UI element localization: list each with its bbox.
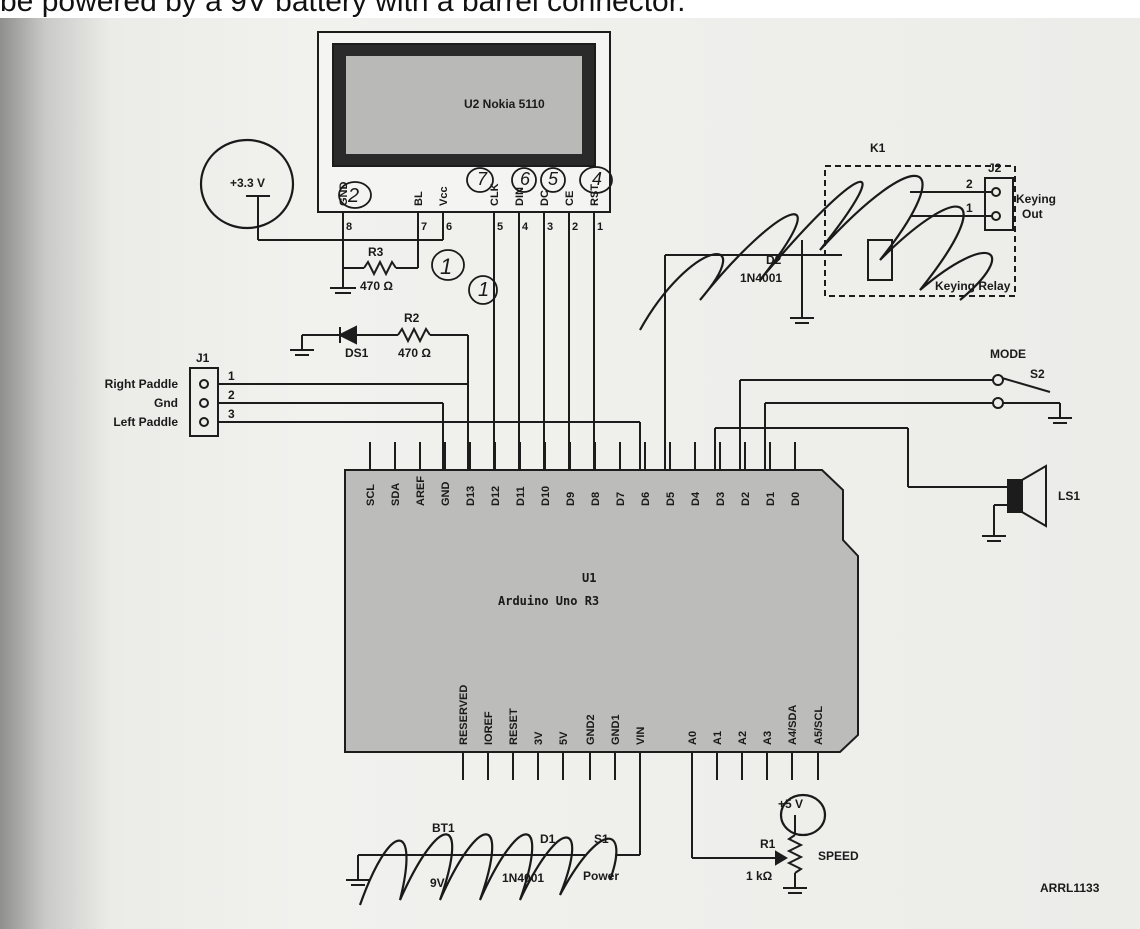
handwritten-scribbles <box>199 138 994 906</box>
arduino-pin-vin: VIN <box>635 727 647 745</box>
keying-out-line1: Keying <box>1016 192 1056 206</box>
d1-part: 1N4001 <box>502 871 544 885</box>
arduino-pin-3v: 3V <box>533 731 545 745</box>
arduino-pin-gnd: GND <box>440 482 452 507</box>
r1-value: 1 kΩ <box>746 869 773 883</box>
relay-k1: K1 <box>870 141 886 155</box>
ds1-label: DS1 <box>345 346 369 360</box>
lcd-title: U2 Nokia 5110 <box>464 97 545 111</box>
lcd-pin-number: 4 <box>522 221 529 233</box>
j1-row-3-pin: 3 <box>228 407 235 421</box>
arduino-pin-d0: D0 <box>790 492 802 506</box>
lcd-pin-number: 6 <box>446 221 452 233</box>
pot-supply-label: +5 V <box>778 797 803 811</box>
arduino-pin-ioref: IOREF <box>483 711 495 745</box>
annotation-6: 6 <box>520 169 531 189</box>
arduino-pin-gnd1: GND1 <box>610 714 622 745</box>
r2-value: 470 Ω <box>398 346 431 360</box>
annotation-1a: 1 <box>440 254 452 279</box>
arduino-pin-a5-scl: A5/SCL <box>813 706 825 745</box>
arduino-pin-a3: A3 <box>762 731 774 745</box>
j1-row-1-label: Right Paddle <box>105 377 179 391</box>
arduino-pin-d8: D8 <box>590 492 602 506</box>
lcd-pin-number: 5 <box>497 221 503 233</box>
keying-out-line2: Out <box>1022 207 1043 221</box>
s1-power-label: Power <box>583 869 619 883</box>
arduino-pin-a4-sda: A4/SDA <box>787 705 799 745</box>
arduino-pin-d4: D4 <box>690 491 702 506</box>
r3-name: R3 <box>368 245 384 259</box>
arduino-pin-d12: D12 <box>490 486 502 506</box>
arduino-pin-5v: 5V <box>558 731 570 745</box>
s1-label: S1 <box>594 832 609 846</box>
arduino-pin-d7: D7 <box>615 492 627 506</box>
annotation-2: 2 <box>347 185 359 207</box>
lcd-pin-dc: DC <box>539 190 551 206</box>
r2-name: R2 <box>404 311 420 325</box>
relay-pin1: 1 <box>966 201 973 215</box>
arduino-pin-d5: D5 <box>665 492 677 506</box>
arduino-board <box>344 469 859 753</box>
lcd-pin-number: 2 <box>572 221 578 233</box>
arduino-pin-scl: SCL <box>365 484 377 506</box>
arduino-pin-d2: D2 <box>740 492 752 506</box>
d1-label: D1 <box>540 832 556 846</box>
arduino-pin-d13: D13 <box>465 486 477 506</box>
relay-pin2: 2 <box>966 177 973 191</box>
arduino-pin-a0: A0 <box>687 731 699 745</box>
j1-row-1-pin: 1 <box>228 369 235 383</box>
lcd-screen <box>346 56 582 154</box>
bt1-value: 9V <box>430 876 445 890</box>
mode-label: MODE <box>990 347 1026 361</box>
bt1-label: BT1 <box>432 821 455 835</box>
speed-label: SPEED <box>818 849 859 863</box>
j1-row-2-pin: 2 <box>228 388 235 402</box>
j1-name: J1 <box>196 351 210 365</box>
arduino-pin-a1: A1 <box>712 731 724 745</box>
arduino-pin-d9: D9 <box>565 492 577 506</box>
r3-value: 470 Ω <box>360 279 393 293</box>
arduino-pin-gnd2: GND2 <box>585 714 597 745</box>
relay-d2: D2 <box>766 253 782 267</box>
annotation-5: 5 <box>548 169 559 189</box>
lcd-pin-clk: CLK <box>489 183 501 206</box>
r1-name: R1 <box>760 837 776 851</box>
arduino-pin-a2: A2 <box>737 731 749 745</box>
lcd-pin-bl: BL <box>413 191 425 206</box>
arduino-pin-aref: AREF <box>415 476 427 506</box>
lcd-pin-number: 7 <box>421 221 427 233</box>
s2-label: S2 <box>1030 367 1045 381</box>
lcd-pin-ce: CE <box>564 191 576 206</box>
annotation-4: 4 <box>592 169 602 189</box>
annotation-7: 7 <box>477 169 488 189</box>
lcd-pin-number: 1 <box>597 221 603 233</box>
arduino-pin-reserved: RESERVED <box>458 685 470 745</box>
lcd-pin-rst: RST <box>589 184 601 206</box>
supply-3v3-label: +3.3 V <box>230 176 265 190</box>
j1-row-2-label: Gnd <box>154 396 178 410</box>
relay-d2-part: 1N4001 <box>740 271 782 285</box>
arduino-pin-d10: D10 <box>540 486 552 506</box>
lcd-pin-number: 8 <box>346 221 352 233</box>
arduino-pin-reset: RESET <box>508 708 520 745</box>
arduino-pin-sda: SDA <box>390 483 402 506</box>
arduino-pin-d11: D11 <box>515 486 527 506</box>
ls1-label: LS1 <box>1058 489 1080 503</box>
arduino-pin-d1: D1 <box>765 492 777 506</box>
arduino-pin-d3: D3 <box>715 492 727 506</box>
arduino-ref: U1 <box>582 571 596 585</box>
figure-id: ARRL1133 <box>1040 881 1100 895</box>
relay-j2: J2 <box>988 161 1002 175</box>
annotation-1b: 1 <box>478 279 489 301</box>
arduino-name: Arduino Uno R3 <box>498 594 599 608</box>
caption-text: be powered by a 9V battery with a barrel… <box>0 0 1140 22</box>
arduino-pin-d6: D6 <box>640 492 652 506</box>
lcd-pin-vcc: Vcc <box>438 186 450 206</box>
keying-relay-label: Keying Relay <box>935 279 1011 293</box>
j1-row-3-label: Left Paddle <box>113 415 178 429</box>
lcd-pin-number: 3 <box>547 221 553 233</box>
